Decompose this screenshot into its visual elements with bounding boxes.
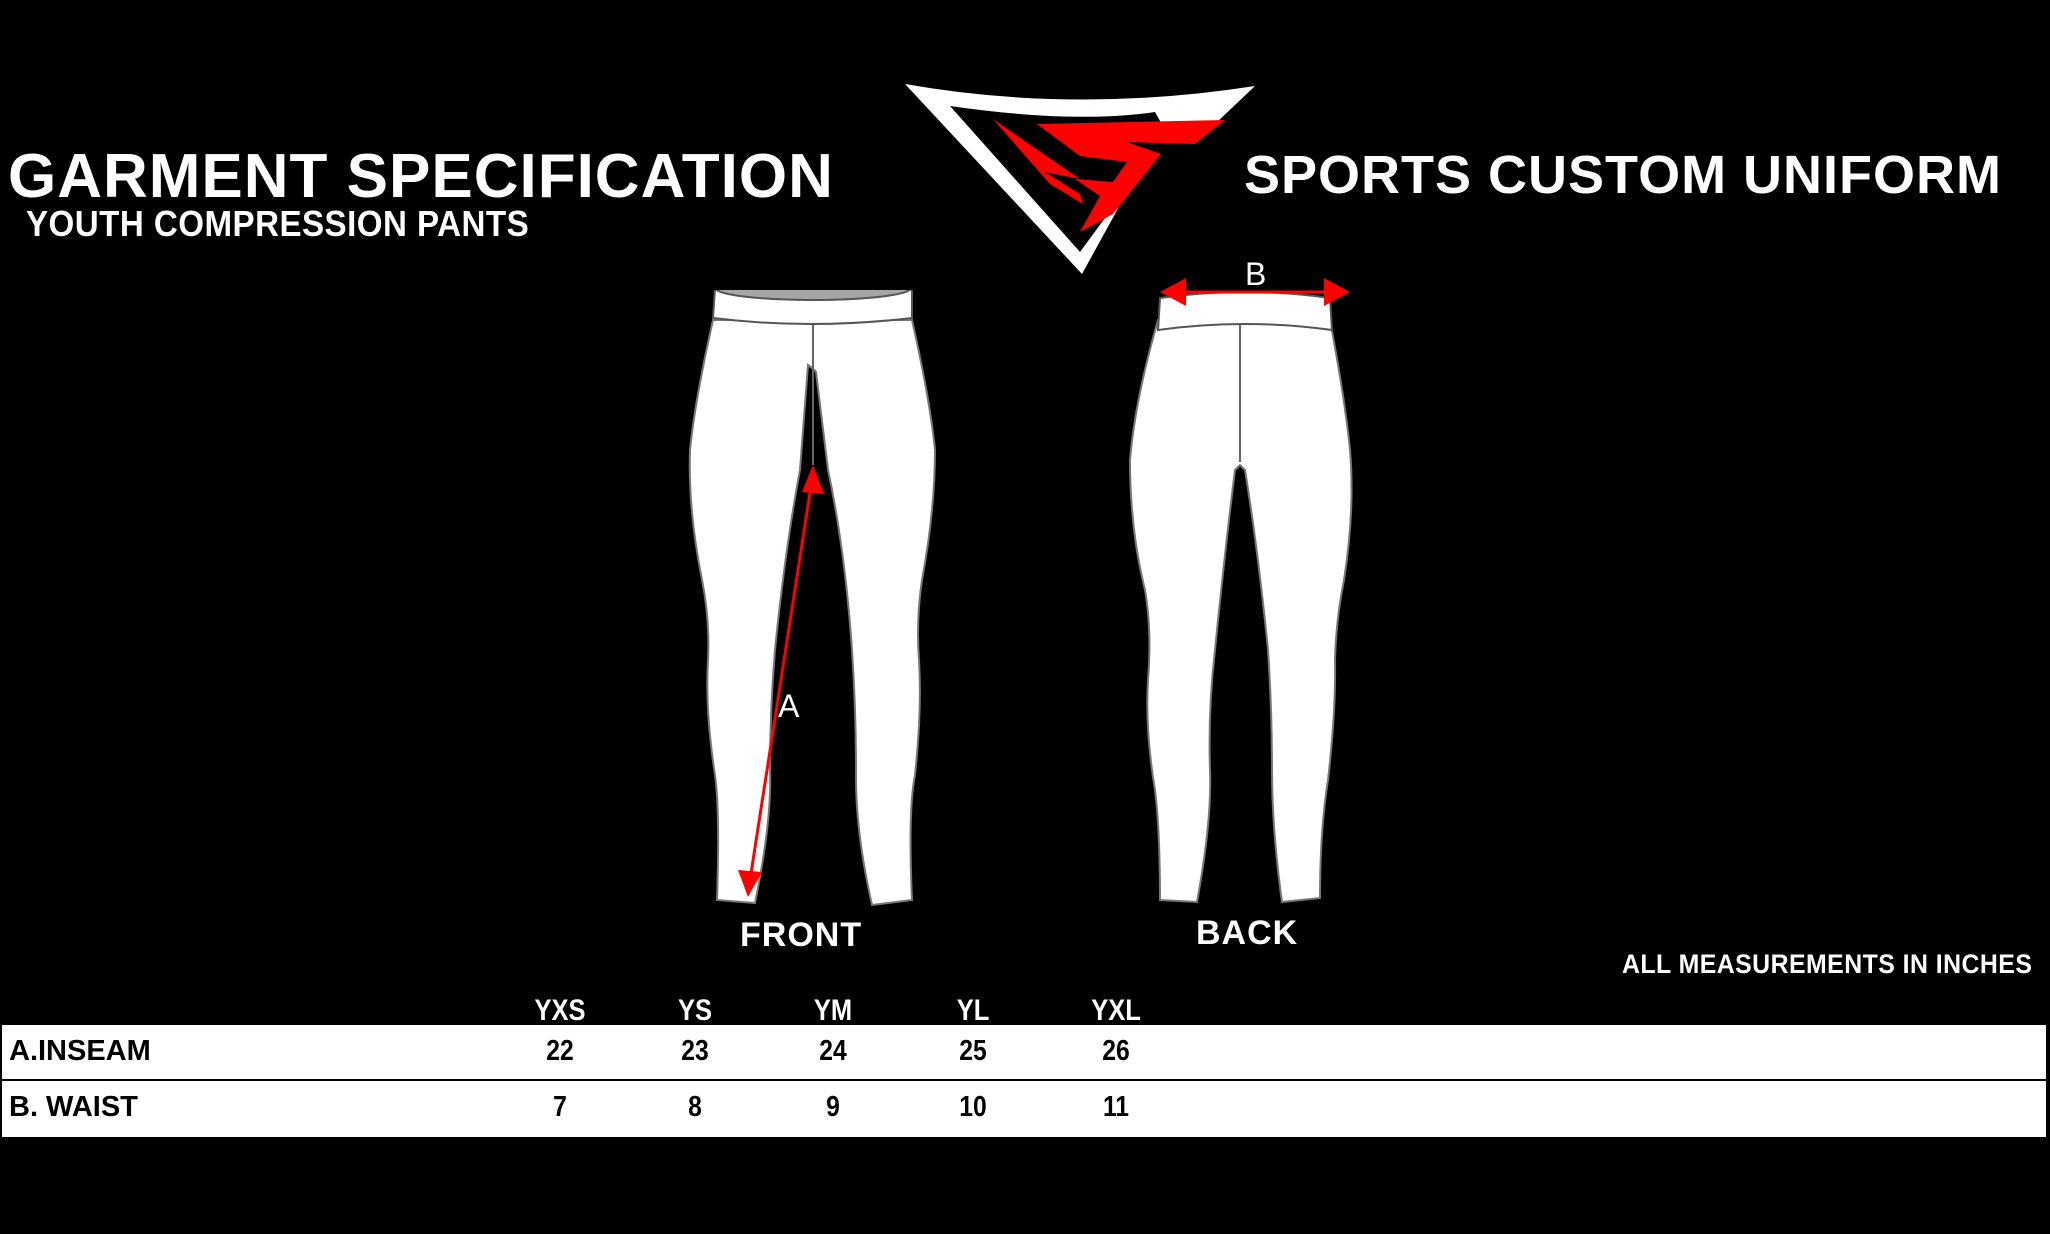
- table-cell: 26: [1102, 1035, 1130, 1067]
- table-cell: 11: [1102, 1091, 1130, 1123]
- table-cell: 25: [959, 1035, 987, 1067]
- size-table: A.INSEAM 22 23 24 25 26 B. WAIST 7 8 9 1…: [2, 1025, 2048, 1137]
- table-row-waist: B. WAIST 7 8 9 10 11: [2, 1081, 2046, 1135]
- units-note: ALL MEASUREMENTS IN INCHES: [1622, 949, 2033, 979]
- back-view-label: BACK: [1196, 914, 1299, 952]
- front-pants-illustration: [688, 290, 937, 907]
- table-cell: 22: [546, 1035, 574, 1067]
- size-header-yxl: YXL: [1091, 994, 1141, 1027]
- table-cell: 24: [819, 1035, 847, 1067]
- front-view-label: FRONT: [740, 916, 863, 954]
- table-cell: 23: [681, 1035, 709, 1067]
- table-cell: 9: [826, 1091, 840, 1123]
- table-cell: 10: [959, 1091, 987, 1123]
- size-header-ym: YM: [813, 994, 853, 1027]
- vs-shield-logo-icon: [905, 84, 1255, 274]
- size-header-ys: YS: [677, 994, 713, 1027]
- size-header-yxs: YXS: [534, 994, 586, 1027]
- pants-diagram: [688, 290, 1353, 907]
- brand-name: SPORTS CUSTOM UNIFORM: [1244, 145, 2003, 205]
- page-title: GARMENT SPECIFICATION: [8, 142, 834, 211]
- measure-a-label: A: [778, 688, 801, 724]
- measure-b-label: B: [1245, 256, 1268, 292]
- page-subtitle: YOUTH COMPRESSION PANTS: [26, 203, 530, 244]
- row-label-waist: B. WAIST: [9, 1091, 138, 1123]
- row-label-inseam: A.INSEAM: [9, 1035, 151, 1067]
- back-pants-illustration: [1128, 291, 1353, 904]
- waist-measure-arrow-icon: [1160, 278, 1350, 306]
- table-row-inseam: A.INSEAM 22 23 24 25 26: [2, 1025, 2046, 1081]
- size-header-yl: YL: [956, 994, 990, 1027]
- table-cell: 8: [688, 1091, 702, 1123]
- table-cell: 7: [553, 1091, 567, 1123]
